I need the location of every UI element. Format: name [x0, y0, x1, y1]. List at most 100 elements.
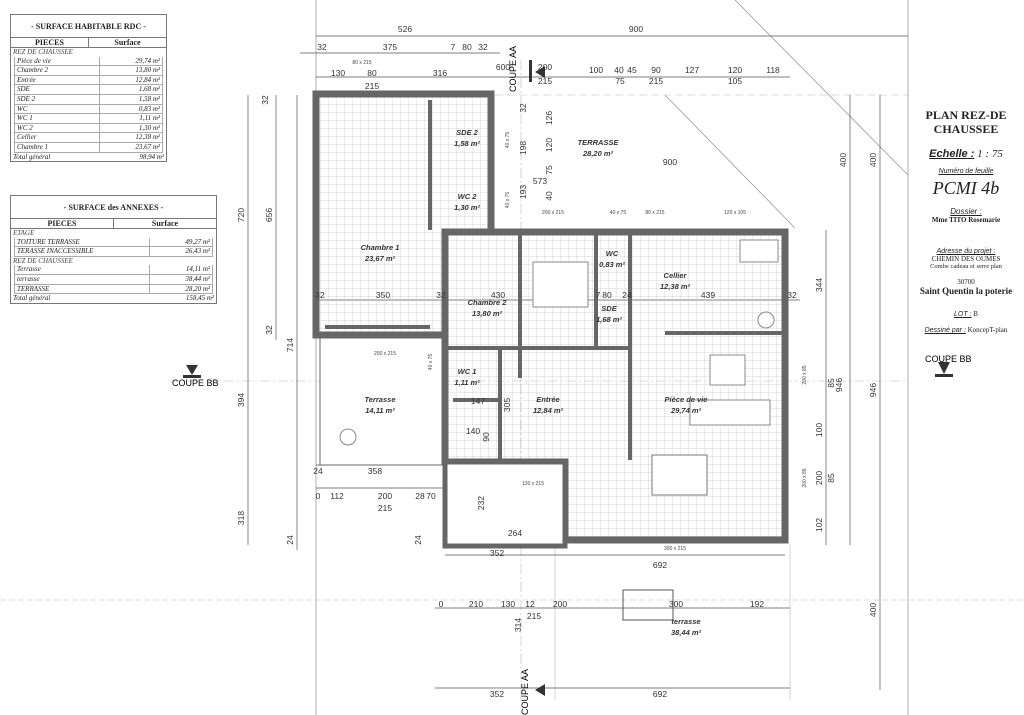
room-area: 28,20 m² — [582, 149, 614, 158]
piece-name: Entrée — [17, 75, 36, 84]
dimension-label: 85 — [826, 378, 836, 388]
opening-size-label: 40 x 75 — [610, 210, 627, 216]
room-area: 12,84 m² — [533, 406, 564, 415]
room-name: terrasse — [671, 617, 700, 626]
dimension-label: 120 — [728, 65, 742, 75]
piece-surface: 38,44 m² — [149, 274, 212, 284]
piece-surface: 1,68 m² — [99, 85, 162, 94]
dimension-label: 80 — [462, 42, 472, 52]
total-value: 98,94 m² — [139, 152, 164, 161]
dimension-label: 352 — [490, 548, 504, 558]
piece-name: terrasse — [17, 274, 40, 283]
address-line1: CHEMIN DES OUMES — [931, 255, 1001, 263]
dimension-label: 24 — [413, 535, 423, 545]
opening-size-label: 40 x 75 — [428, 354, 434, 371]
dimension-label: 24 — [313, 466, 323, 476]
section-markers — [183, 60, 953, 696]
room-name: WC 1 — [458, 367, 477, 376]
table-row: Entrée 12,84 m² — [14, 75, 163, 86]
table-row: SDE 2 1,58 m² — [14, 94, 163, 105]
table-row: WC 1 1,11 m² — [14, 114, 163, 124]
room-area: 1,11 m² — [454, 378, 480, 387]
dimension-label: 32 — [436, 290, 446, 300]
dimension-label: 305 — [502, 398, 512, 412]
room-area: 29,74 m² — [670, 406, 702, 415]
opening-size-label: 200 x 85 — [802, 365, 808, 384]
dimension-label: 112 — [330, 491, 344, 501]
room-name: WC — [606, 249, 619, 258]
total-label: Total général — [13, 294, 51, 303]
piece-surface: 1,58 m² — [99, 94, 162, 104]
dimension-label: 200 — [538, 62, 552, 72]
dimension-label: 24 — [622, 290, 632, 300]
opening-size-label: 80 x 215 — [645, 210, 664, 216]
dimension-label: 264 — [508, 528, 522, 538]
total-label: Total général — [13, 152, 51, 161]
piece-surface: 23,67 m² — [99, 142, 162, 152]
lot-value: B — [973, 310, 978, 318]
piece-surface: 13,80 m² — [99, 66, 162, 75]
garden-table — [622, 589, 674, 621]
coupe-aa-bottom-label: COUPE AA — [520, 669, 530, 715]
terrasse-east — [319, 334, 446, 466]
dimension-label: 40 — [614, 65, 624, 75]
dimension-label: 692 — [653, 560, 667, 570]
title-block: PLAN REZ-DE CHAUSSEE Echelle : 1 : 75 Nu… — [912, 108, 1020, 334]
dimension-label: 32 — [260, 95, 270, 105]
dimension-label: 12 — [525, 599, 535, 609]
dimension-label: 375 — [383, 42, 397, 52]
dimension-label: 400 — [838, 153, 848, 167]
dimension-label: 45 — [627, 65, 637, 75]
piece-name: Chambre 2 — [17, 66, 49, 75]
scale-value: 1 : 75 — [977, 148, 1003, 160]
piece-name: WC — [17, 104, 28, 113]
table-title: - SURFACE HABITABLE RDC - — [11, 15, 166, 38]
piece-name: SDE 2 — [17, 94, 36, 103]
col-surface: Surface — [151, 219, 179, 228]
dimension-label: 105 — [728, 76, 742, 86]
table-title: - SURFACE des ANNEXES - — [11, 196, 216, 219]
lot-label: LOT : — [954, 311, 972, 318]
piece-surface: 49,27 m² — [149, 237, 212, 247]
dimension-label: 32 — [787, 290, 797, 300]
dimension-label: 120 — [544, 138, 554, 152]
dimension-label: 215 — [365, 81, 379, 91]
room-name: Chambre 2 — [468, 298, 508, 307]
dimension-label: 215 — [378, 503, 392, 513]
dimension-label: 70 — [426, 491, 436, 501]
plan-title-line1: PLAN REZ-DE — [925, 108, 1007, 122]
scale-label: Echelle : — [929, 148, 975, 160]
dimension-label: 400 — [868, 153, 878, 167]
dimension-label: 400 — [868, 603, 878, 617]
dimension-label: 102 — [814, 518, 824, 532]
piece-surface: 1,11 m² — [99, 114, 162, 123]
dimension-label: 215 — [538, 76, 552, 86]
plan-title-line2: CHAUSSEE — [933, 122, 999, 136]
piece-name: WC 1 — [17, 114, 33, 123]
total-row: Total général 98,94 m² — [11, 153, 166, 162]
dimension-label: 32 — [315, 290, 325, 300]
coupe-aa-top-label: COUPE AA — [508, 46, 518, 92]
dimension-label: 28 — [415, 491, 425, 501]
dimension-label: 300 — [669, 599, 683, 609]
room-name: Chambre 1 — [361, 243, 400, 252]
piece-surface: 14,11 m² — [149, 265, 212, 274]
opening-size-label: 300 x 215 — [664, 546, 686, 552]
opening-size-label: 80 x 215 — [352, 60, 371, 66]
room-area: 38,44 m² — [671, 628, 702, 637]
dimension-label: 394 — [236, 393, 246, 407]
piece-surface: 29,74 m² — [99, 56, 162, 66]
dimension-label: 600 — [496, 62, 510, 72]
sheet-label: Numéro de feuille — [938, 168, 994, 175]
section-label: ETAGE — [13, 229, 35, 237]
piece-surface: 12,84 m² — [99, 75, 162, 85]
